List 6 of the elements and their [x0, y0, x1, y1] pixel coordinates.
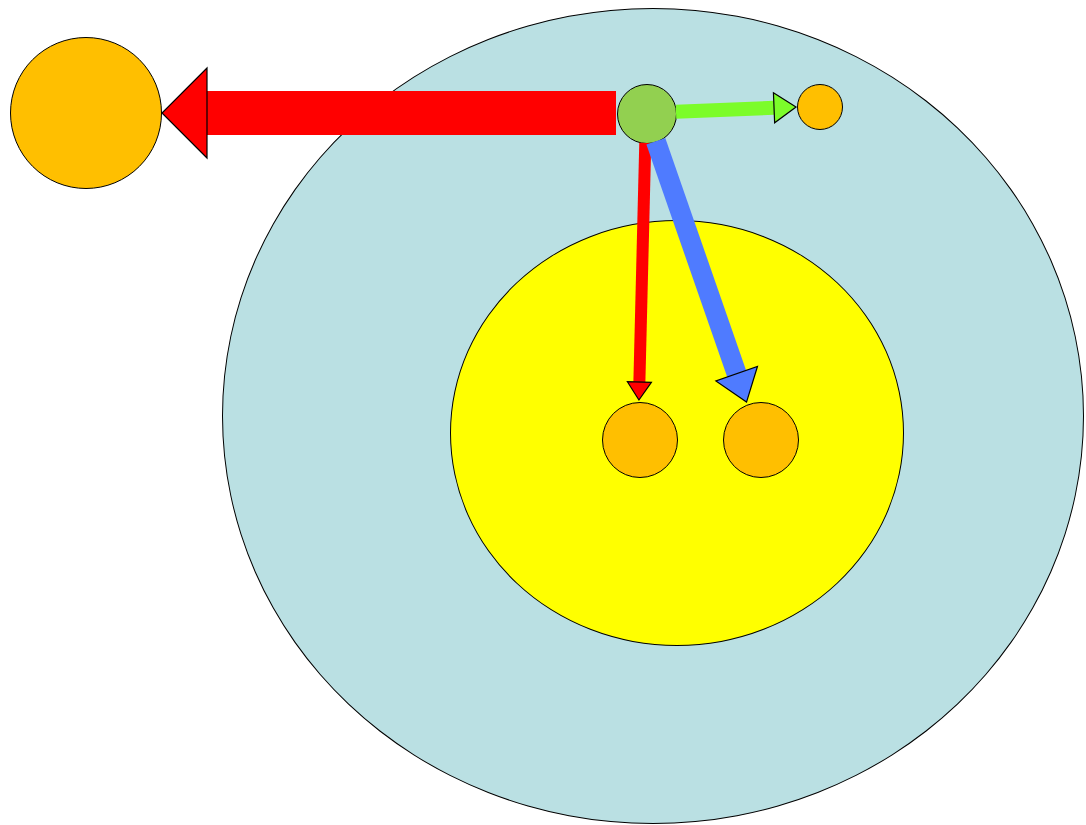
arrow: [161, 67, 616, 159]
arrow: [675, 92, 797, 124]
arrow: [646, 138, 759, 403]
arrow: [626, 142, 652, 401]
small-circle: [797, 84, 843, 130]
source-circle: [617, 84, 677, 144]
